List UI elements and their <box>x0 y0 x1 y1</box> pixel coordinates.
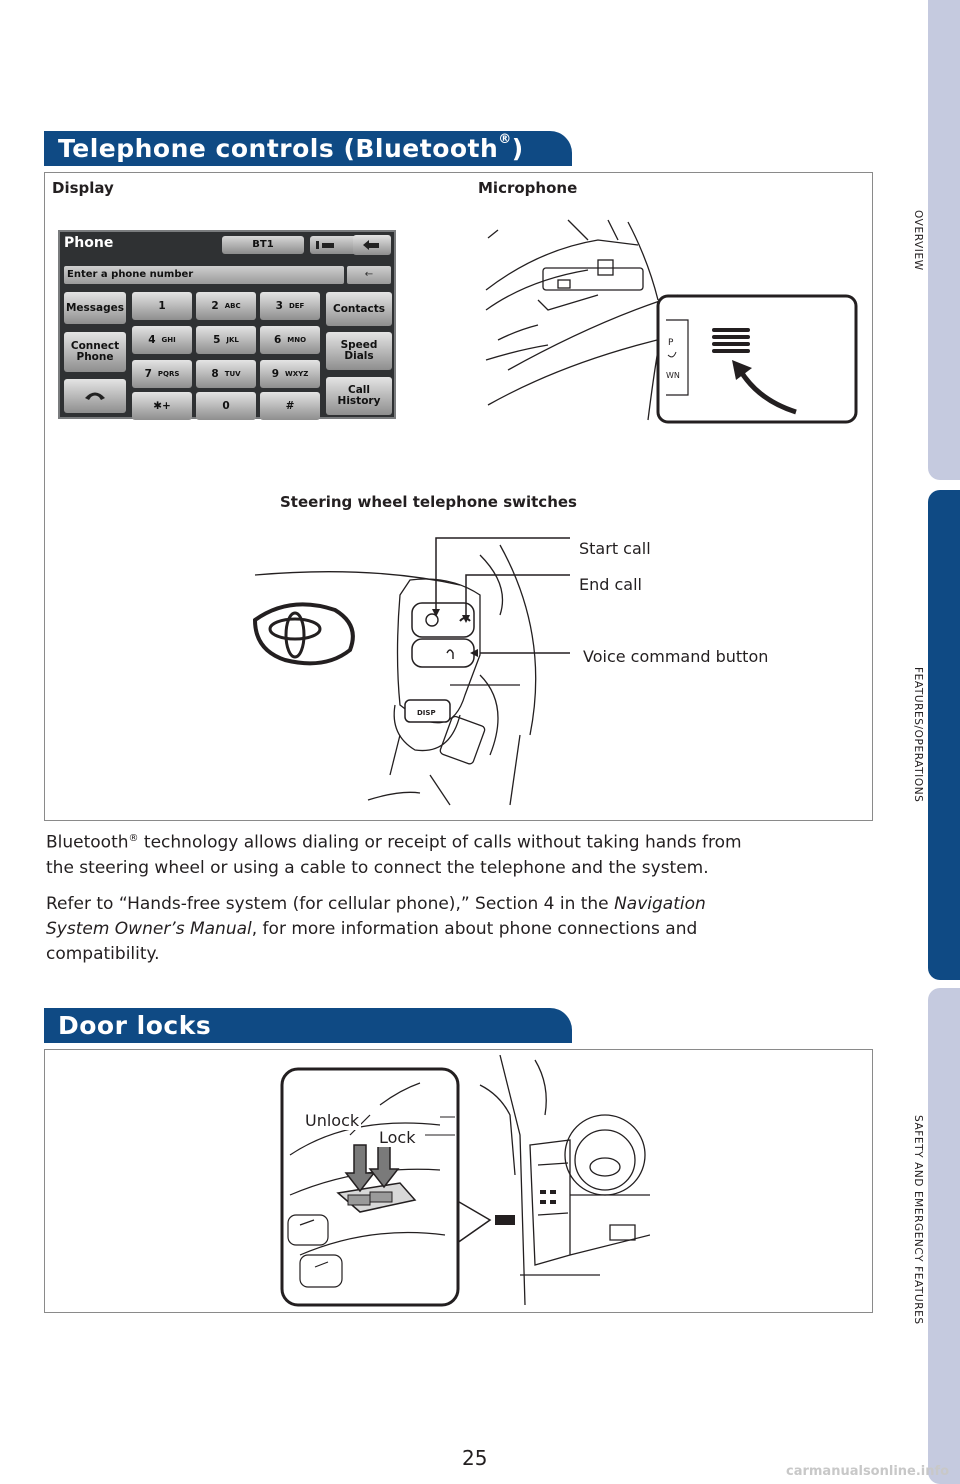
back-arrow-icon <box>363 240 379 250</box>
keypad-key[interactable]: 3 DEF <box>260 292 320 320</box>
paragraph-refer: Refer to “Hands-free system (for cellula… <box>46 893 706 964</box>
microphone-caption: Microphone <box>478 179 578 197</box>
keypad-key-number: 2 <box>211 299 219 312</box>
steering-caption: Steering wheel telephone switches <box>280 493 577 511</box>
keypad-key-number: 7 <box>144 367 152 380</box>
keypad-key[interactable]: # <box>260 392 320 420</box>
keypad-key-letters: MNO <box>287 335 307 344</box>
speed-dials-button[interactable]: Speed Dials <box>326 332 392 370</box>
keypad-key-letters: WXYZ <box>285 369 309 378</box>
keypad-key[interactable]: 8 TUV <box>196 360 256 388</box>
steering-wheel-illustration: DISP <box>252 537 570 806</box>
call-history-button[interactable]: Call History <box>326 377 392 415</box>
phone-handset-icon <box>85 392 105 400</box>
side-label-overview: OVERVIEW <box>912 209 924 271</box>
keypad-key-letters: GHI <box>161 335 176 344</box>
keypad-key-number: 3 <box>275 299 283 312</box>
back-button[interactable] <box>353 235 391 255</box>
voice-command-icon <box>446 649 454 659</box>
phone-number-input[interactable]: Enter a phone number <box>64 266 344 284</box>
keypad-key[interactable]: 9 WXYZ <box>260 360 320 388</box>
keypad-key-number: 6 <box>273 333 282 346</box>
side-label-features: FEATURES/OPERATIONS <box>912 667 924 803</box>
messages-button[interactable]: Messages <box>64 292 126 324</box>
keypad-key[interactable]: 7 PQRS <box>132 360 192 388</box>
start-call-callout: Start call <box>579 539 651 558</box>
keypad-key-letters: ABC <box>224 301 241 310</box>
bt-device-button[interactable]: BT1 <box>222 236 304 254</box>
keypad-key-letters: DEF <box>288 301 305 310</box>
mic-label-wn: WN <box>666 371 680 380</box>
keypad-key-letters: PQRS <box>157 369 180 378</box>
mic-label-p: P <box>668 338 674 348</box>
keypad-key[interactable]: 5 JKL <box>196 326 256 354</box>
side-tab-safety[interactable] <box>928 988 960 1484</box>
keypad-key-number: 8 <box>211 367 219 380</box>
display-caption: Display <box>52 179 114 197</box>
phone-screen-title: Phone <box>64 235 114 251</box>
connect-phone-button[interactable]: Connect Phone <box>64 332 126 372</box>
telephone-section-header: Telephone controls (Bluetooth®) <box>44 131 572 166</box>
keypad-key[interactable]: ✱+ <box>132 392 192 420</box>
keypad-key-number: 5 <box>213 333 221 346</box>
keypad-key-number: 9 <box>271 367 280 380</box>
page-number: 25 <box>462 1446 488 1470</box>
unlock-arrow-icon <box>344 1144 376 1193</box>
keypad-key[interactable]: 4 GHI <box>132 326 192 354</box>
paragraph-bluetooth: Bluetooth® technology allows dialing or … <box>46 832 742 878</box>
keypad-key-number: 0 <box>222 399 230 412</box>
disp-button-label: DISP <box>417 709 436 717</box>
door-lock-illustration <box>280 1055 650 1307</box>
keypad-key-number: ✱+ <box>153 399 171 412</box>
start-call-icon <box>425 613 439 627</box>
side-label-safety: SAFETY AND EMERGENCY FEATURES <box>912 1115 924 1325</box>
door-locks-section-header: Door locks <box>44 1008 572 1043</box>
microphone-illustration: P WN <box>485 219 858 424</box>
watermark: carmanualsonline.info <box>786 1464 950 1479</box>
contacts-button[interactable]: Contacts <box>326 292 392 326</box>
keypad-key[interactable]: 1 <box>132 292 192 320</box>
unlock-label: Unlock <box>303 1111 362 1130</box>
keypad-key-number: 4 <box>148 333 156 346</box>
end-call-callout: End call <box>579 575 642 594</box>
keypad-key-number: 1 <box>158 299 166 312</box>
keypad-key-letters: TUV <box>224 369 241 378</box>
lock-arrow-icon <box>368 1142 400 1189</box>
voice-command-callout: Voice command button <box>583 647 769 666</box>
delete-button[interactable]: ← <box>347 266 391 284</box>
keypad-key-number: # <box>285 399 295 412</box>
keypad-key[interactable]: 2 ABC <box>196 292 256 320</box>
side-tab-features[interactable] <box>928 490 960 980</box>
keypad-key-letters: JKL <box>226 335 239 344</box>
side-tab-overview[interactable] <box>928 0 960 480</box>
phone-display-screen: Phone BT1 Enter a phone number ← Message… <box>58 230 396 420</box>
body-text: Bluetooth® technology allows dialing or … <box>46 826 876 967</box>
keypad-key[interactable]: 6 MNO <box>260 326 320 354</box>
lock-label: Lock <box>377 1128 418 1147</box>
call-button[interactable] <box>64 379 126 413</box>
keypad-key[interactable]: 0 <box>196 392 256 420</box>
